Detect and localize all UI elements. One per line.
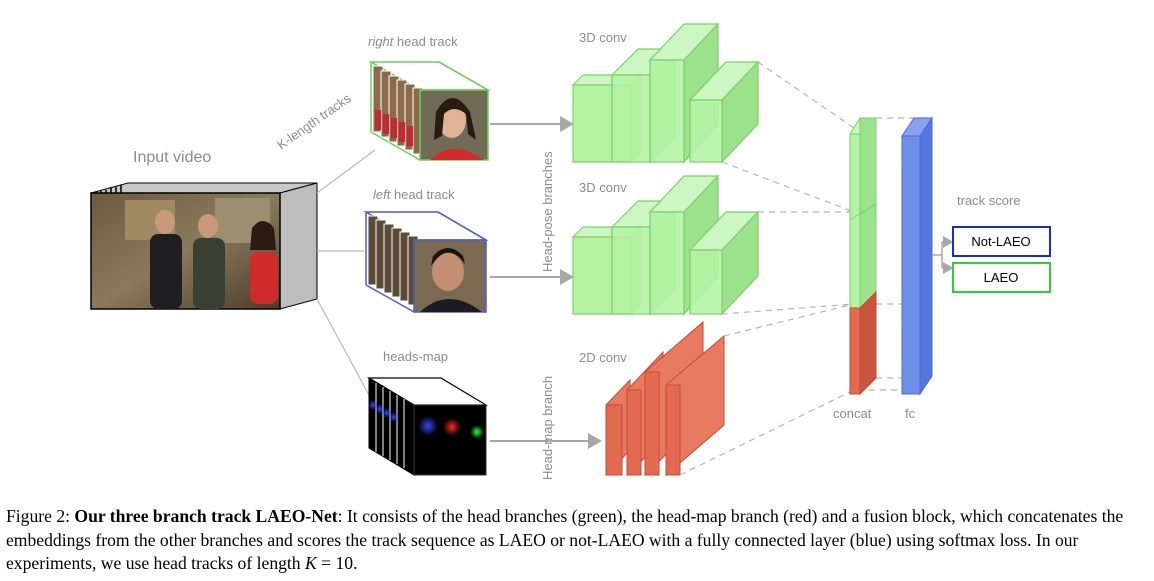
- concat-layer: [849, 117, 877, 396]
- architecture-figure: Input video K-length tracks right head t…: [90, 22, 1051, 480]
- not-laeo-box: [952, 226, 1051, 257]
- conv2d-label: 2D conv: [579, 350, 627, 365]
- caption-prefix: Figure 2:: [6, 506, 75, 526]
- laeo-box: [952, 262, 1051, 293]
- figure-caption: Figure 2: Our three branch track LAEO-Ne…: [6, 505, 1150, 576]
- heads-map-label: heads-map: [383, 349, 448, 364]
- input-video-label: Input video: [133, 149, 211, 166]
- head-map-branch-label: Head-map branch: [540, 376, 555, 480]
- output-arrows: [932, 236, 954, 274]
- caption-variable: K: [305, 553, 317, 573]
- concat-label: concat: [833, 406, 872, 421]
- caption-text-1: : It consists of the head branches (gree…: [6, 506, 1124, 573]
- video-to-track-connectors: [316, 149, 376, 396]
- fc-layer: [901, 116, 933, 396]
- caption-title: Our three branch track LAEO-Net: [74, 506, 338, 526]
- conv3d-bottom-label: 3D conv: [579, 180, 627, 195]
- branch-arrows: [490, 116, 602, 449]
- conv3d-top-label: 3D conv: [579, 30, 627, 45]
- k-length-tracks-label: K-length tracks: [274, 90, 354, 152]
- right-head-track-volume: [368, 61, 491, 161]
- input-video-volume: [90, 182, 318, 310]
- not-laeo-label: Not-LAEO: [971, 234, 1030, 249]
- laeo-label: LAEO: [984, 270, 1019, 285]
- track-score-label: track score: [957, 193, 1021, 208]
- head-pose-branches-label: Head-pose branches: [540, 151, 555, 272]
- conv3d-top-blocks: [571, 22, 760, 164]
- left-head-track-label: left head track: [373, 187, 455, 202]
- left-head-track-volume: [363, 211, 489, 313]
- heads-map-volume: [366, 377, 489, 476]
- fc-label: fc: [905, 406, 916, 421]
- conv3d-bottom-blocks: [571, 174, 760, 316]
- conv2d-blocks: [605, 320, 725, 477]
- right-head-track-label: right head track: [368, 34, 458, 49]
- caption-text-2: = 10.: [316, 553, 358, 573]
